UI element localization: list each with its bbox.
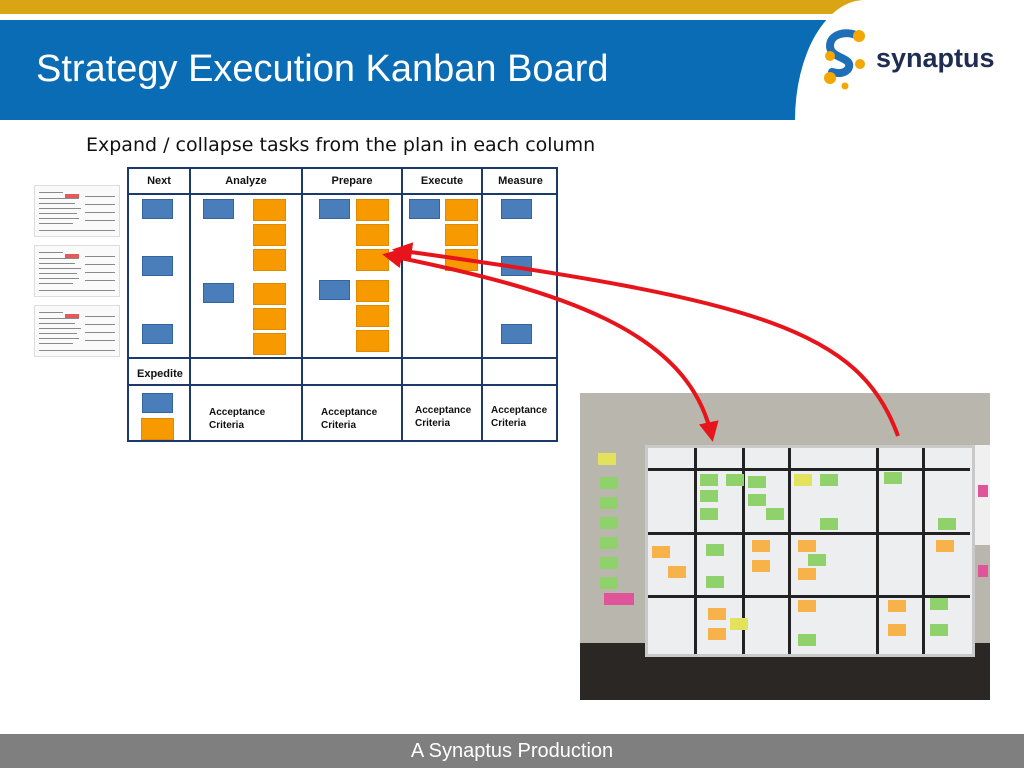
task-card [203,199,234,219]
column-next: Next [129,169,191,440]
slide-title: Strategy Execution Kanban Board [36,48,609,90]
task-card [356,249,389,271]
footer-text: A Synaptus Production [410,740,614,762]
task-card [203,283,234,303]
expedite-row-label: Expedite [137,368,183,380]
task-card [356,280,389,302]
task-card [253,249,286,271]
synaptus-logo-icon [824,29,865,90]
task-card [501,256,532,276]
expedite-task-card [142,393,173,413]
expedite-row-divider [129,357,556,359]
logo-wordmark: synaptus [876,43,995,73]
physical-kanban-board-photo [580,393,990,700]
task-card [142,324,173,344]
footer-bar [0,734,1024,768]
plan-document-thumbnail [34,245,120,297]
task-card [319,280,350,300]
plan-document-thumbnail [34,305,120,357]
task-card [319,199,350,219]
slide-subtitle: Expand / collapse tasks from the plan in… [86,134,596,156]
task-card [142,199,173,219]
plan-document-thumbnail [34,185,120,237]
plan-document-thumbnails [34,185,122,365]
task-card [409,199,440,219]
task-card [445,224,478,246]
task-card [501,199,532,219]
column-header-prepare: Prepare [303,169,401,195]
column-header-next: Next [129,169,189,195]
task-card [356,330,389,352]
task-card [501,324,532,344]
top-accent-stripe [0,0,1024,14]
task-card [253,283,286,305]
task-card [253,308,286,330]
task-card [253,199,286,221]
acceptance-row-divider [129,384,556,386]
column-header-analyze: Analyze [191,169,301,195]
task-card [356,199,389,221]
task-card [356,305,389,327]
expedite-task-card [141,418,174,440]
task-card [445,199,478,221]
task-card [445,249,478,271]
column-header-execute: Execute [403,169,481,195]
task-card [356,224,389,246]
column-header-measure: Measure [483,169,558,195]
task-card [253,333,286,355]
whiteboard [645,445,975,657]
logo-panel [795,0,1024,121]
task-card [253,224,286,246]
task-card [142,256,173,276]
